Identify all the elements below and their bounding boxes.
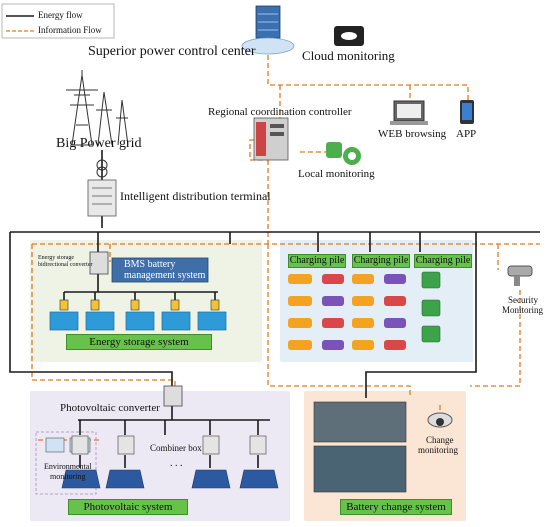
environmental-label-1: Environmental (44, 462, 92, 471)
dome-camera-icon (427, 412, 453, 428)
legend-info-label: Information Flow (38, 25, 102, 35)
cloud-monitoring-icon (334, 26, 364, 46)
controller-icon (253, 117, 289, 161)
local-monitoring-label: Local monitoring (298, 168, 375, 180)
pv-converter-label: Photovoltaic converter (60, 402, 160, 414)
power-tower-icon (66, 70, 129, 146)
charging-pile-label-2: Charging pile (352, 254, 410, 268)
bms-label-1: BMS battery (124, 259, 176, 270)
cloud-icon (241, 37, 295, 55)
battery-change-photo-top (313, 401, 407, 443)
big-power-grid-label: Big Power grid (56, 136, 142, 151)
environmental-label-2: monitoring (50, 472, 86, 481)
cloud-monitoring-label: Cloud monitoring (302, 48, 395, 63)
intelligent-terminal-label: Intelligent distribution terminal (120, 189, 271, 203)
security-label-1: Security (508, 295, 538, 305)
bms-box (111, 257, 209, 283)
charging-pile-label-3: Charging pile (414, 254, 472, 268)
storage-converter-icon (89, 251, 109, 275)
transformer-icon (87, 159, 117, 217)
laptop-icon (390, 100, 428, 125)
security-label-2: Monitoring (502, 305, 544, 315)
local-monitoring-icon (326, 142, 361, 165)
phone-icon (460, 100, 474, 124)
charging-pile-label-1: Charging pile (288, 254, 346, 268)
combiner-box-label: Combiner box (150, 443, 202, 453)
ev-cars (288, 274, 406, 350)
change-monitoring-label-2: monitoring (418, 445, 458, 455)
web-browsing-label: WEB browsing (378, 128, 447, 140)
combiner-dots: . . . (170, 458, 183, 469)
combiner-boxes (71, 435, 267, 455)
storage-converter-label-2: bidirectional converter (38, 262, 93, 268)
storage-converter-label-1: Energy storage (38, 255, 75, 261)
pv-converter-icon (163, 385, 183, 407)
energy-storage-system-label: Energy storage system (66, 334, 212, 350)
battery-indicators (59, 299, 220, 311)
change-monitoring-label-1: Change (426, 435, 454, 445)
photovoltaic-system-label: Photovoltaic system (68, 499, 188, 515)
server-icon (255, 5, 281, 39)
regional-controller-label: Regional coordination controller (208, 106, 352, 118)
legend-energy-label: Energy flow (38, 10, 83, 20)
battery-change-system-label: Battery change system (340, 499, 452, 515)
superior-center-label: Superior power control center (88, 44, 256, 59)
environmental-monitoring-box (35, 431, 97, 495)
bms-label-2: management system (124, 270, 206, 281)
solar-panels (61, 469, 279, 489)
app-label: APP (456, 128, 477, 140)
legend-box (1, 3, 115, 39)
security-camera-icon (507, 265, 533, 286)
battery-change-photo-bottom (313, 445, 407, 493)
battery-cabinets (49, 311, 227, 331)
charger-icons (421, 271, 441, 343)
